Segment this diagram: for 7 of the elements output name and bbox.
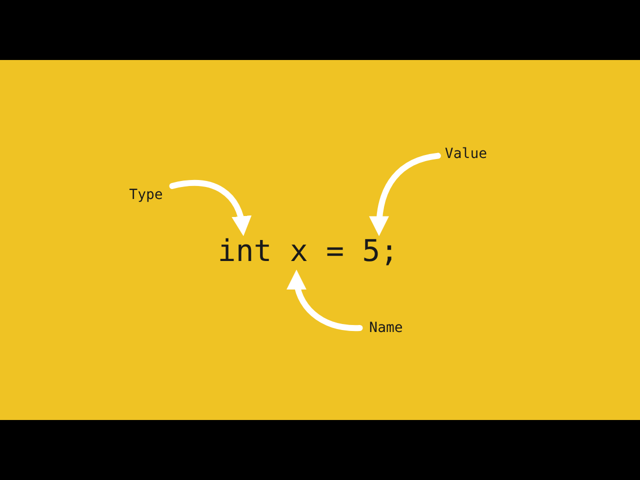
curved-arrow (370, 152, 441, 236)
annotation-label: Value (440, 145, 492, 163)
annotation-label: Type (123, 186, 169, 204)
annotation-label: Name (363, 319, 409, 337)
code-statement: int x = 5; (212, 232, 404, 270)
curved-arrow (287, 270, 363, 331)
curved-arrow (169, 180, 251, 236)
